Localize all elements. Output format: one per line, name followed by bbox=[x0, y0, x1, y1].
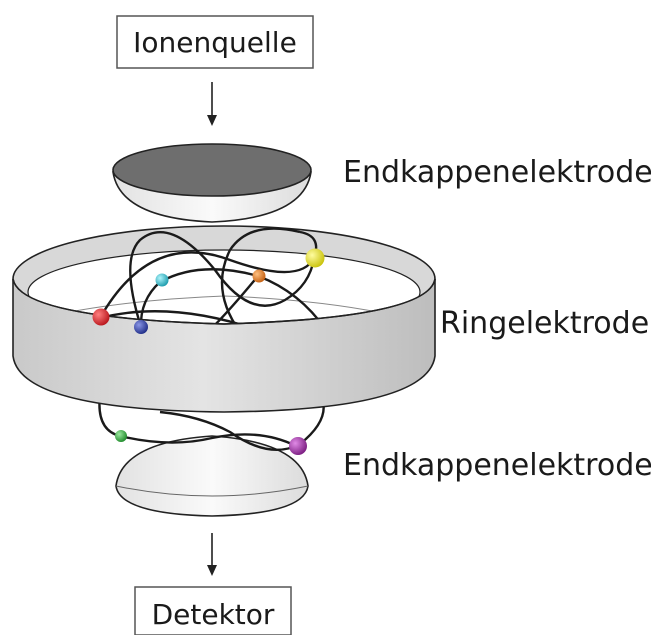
ion-trajectories-lower bbox=[98, 394, 325, 451]
endcap-top-label: Endkappenelektrode bbox=[343, 155, 651, 190]
endcap-bottom-label: Endkappenelektrode bbox=[343, 448, 651, 483]
ions bbox=[92, 248, 325, 455]
ring-label: Ringelektrode bbox=[440, 306, 649, 341]
detector-box: Detektor bbox=[134, 586, 292, 635]
down-arrow-icon bbox=[207, 82, 217, 126]
endcap-electrode-top bbox=[112, 143, 312, 223]
ring-electrode-wall bbox=[12, 278, 436, 413]
ion-source-label: Ionenquelle bbox=[133, 26, 297, 59]
ion-orange bbox=[252, 269, 266, 283]
ion-cyan bbox=[155, 273, 169, 287]
ion-red bbox=[92, 308, 110, 326]
detector-label: Detektor bbox=[152, 598, 275, 631]
ion-green bbox=[115, 430, 127, 442]
endcap-electrode-bottom bbox=[115, 435, 309, 517]
ion-source-box: Ionenquelle bbox=[116, 15, 314, 69]
down-arrow-icon bbox=[207, 533, 217, 576]
ion-yellow bbox=[305, 248, 325, 268]
ion-blue bbox=[134, 320, 148, 334]
ion-purple bbox=[289, 437, 307, 455]
